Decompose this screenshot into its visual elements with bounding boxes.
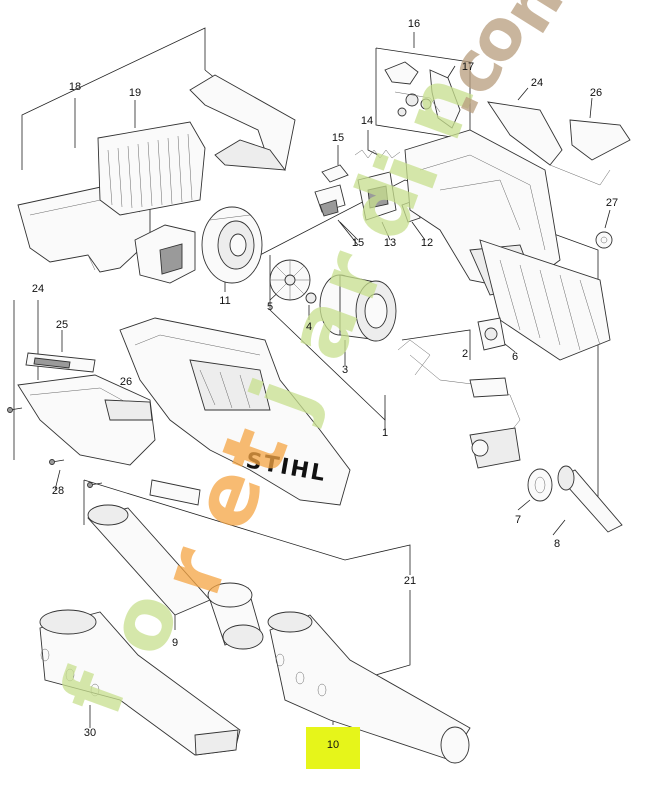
part-19-filter-grille (97, 121, 206, 216)
part-7-ring (527, 468, 553, 502)
part-9-tube-middle (207, 582, 264, 650)
part-label-15: 15 (352, 237, 364, 249)
part-label-25: 25 (56, 319, 68, 331)
part-label-2: 2 (462, 348, 468, 360)
part-label-30: 30 (84, 727, 96, 739)
part-24-left-side-cover (17, 374, 156, 466)
part-24-26-upper-caps (487, 101, 631, 186)
part-1-main-housing: STIHL (119, 317, 351, 506)
part-top-cover (189, 74, 296, 171)
part-label-6: 6 (512, 351, 518, 363)
part-label-13: 13 (384, 237, 396, 249)
part-10-round-nozzle (267, 611, 471, 764)
part-3-motor-can (319, 274, 397, 342)
part-label-19: 19 (129, 87, 141, 99)
part-mount-block (134, 224, 196, 284)
part-4-nut (305, 292, 317, 304)
part-28-screws (7, 407, 103, 488)
part-label-4: 4 (306, 321, 312, 333)
part-label-24: 24 (32, 283, 44, 295)
part-14-spring (354, 149, 401, 159)
part-label-3: 3 (342, 364, 348, 376)
part-label-28: 28 (52, 485, 64, 497)
part-11-fan-housing (201, 206, 263, 284)
part-label-26: 26 (120, 376, 132, 388)
part-15-clips (314, 164, 349, 217)
part-label-24: 24 (531, 77, 543, 89)
part-label-26: 26 (590, 87, 602, 99)
part-13-switch (357, 171, 397, 221)
part-16-17-latch (384, 61, 461, 129)
part-label-27: 27 (606, 197, 618, 209)
part-label-14: 14 (361, 115, 373, 127)
highlight-box-part-10 (306, 727, 360, 769)
part-30-flat-nozzle (39, 609, 241, 756)
part-label-10: 10 (327, 739, 339, 751)
part-8-nozzle-cone (557, 465, 623, 533)
part-label-7: 7 (515, 514, 521, 526)
part-handle-housing (404, 129, 611, 361)
part-5-impeller (269, 259, 311, 301)
part-label-5: 5 (267, 301, 273, 313)
part-slot-cover (149, 479, 201, 506)
part-label-12: 12 (421, 237, 433, 249)
part-label-11: 11 (219, 295, 230, 307)
part-label-9: 9 (172, 637, 178, 649)
part-label-1: 1 (382, 427, 388, 439)
part-label-8: 8 (554, 538, 560, 550)
part-2-wiring-harness (397, 339, 521, 469)
part-label-16: 16 (408, 18, 420, 30)
part-label-17: 17 (462, 61, 474, 73)
part-6-module (477, 317, 506, 351)
part-21-tube-upper (87, 504, 211, 616)
part-27-round-cap (595, 231, 613, 249)
part-label-18: 18 (69, 81, 81, 93)
part-label-15: 15 (332, 132, 344, 144)
part-25-badge (25, 352, 96, 373)
part-label-21: 21 (404, 575, 416, 587)
